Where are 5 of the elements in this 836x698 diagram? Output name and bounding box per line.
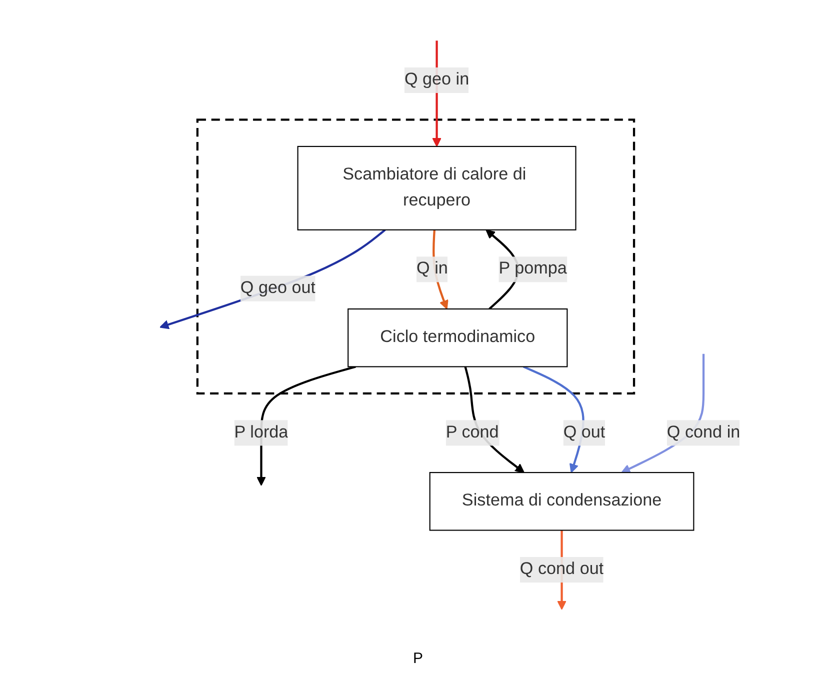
process-box: Scambiatore di calore di recupero bbox=[297, 146, 576, 230]
power-label: P bbox=[412, 650, 423, 667]
process-box: Sistema di condensazione bbox=[429, 472, 694, 531]
process-box: Ciclo termodinamico bbox=[348, 308, 568, 368]
boundary-box bbox=[196, 118, 636, 394]
